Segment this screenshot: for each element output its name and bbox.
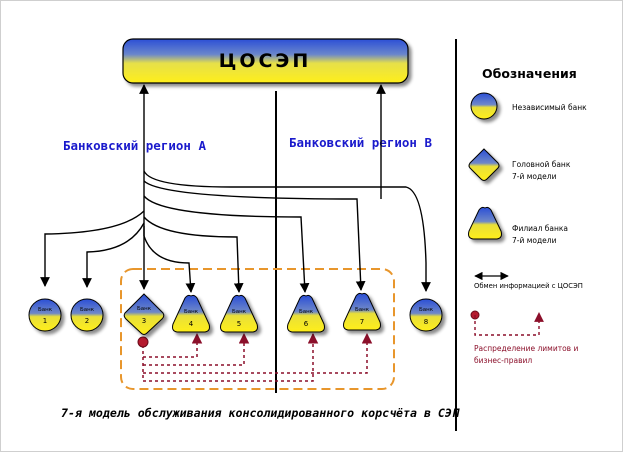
bank-3: Банк 3 [123, 293, 165, 335]
bank-number: 1 [43, 317, 47, 325]
bank-label: Банк [419, 307, 434, 313]
legend-head-bank-text-1: Головной банк [512, 160, 571, 169]
bank-number: 3 [142, 317, 146, 325]
legend-distribution-text-2: бизнес-правил [474, 356, 532, 365]
link-bank-7 [143, 180, 366, 291]
bank-label: Банк [137, 306, 152, 312]
header-box: ЦОСЭП [122, 38, 409, 84]
bank-number: 8 [424, 318, 428, 326]
link-bank-8 [143, 170, 431, 292]
bank-1: Банк 1 [28, 298, 62, 332]
bank-label: Банк [38, 307, 53, 313]
bank-label: Банк [299, 309, 314, 315]
bank-number: 7 [360, 318, 364, 326]
legend-branch-text-1: Филиал банка [512, 224, 568, 233]
connections-region-a [40, 84, 431, 293]
legend-independent-icon [470, 92, 498, 120]
bank-4: Банк 4 [172, 294, 210, 333]
legend-exchange-text: Обмен информацией с ЦОСЭП [474, 282, 583, 290]
distribution-source-dot [137, 336, 149, 348]
legend-distribution-line [474, 312, 544, 336]
bank-label: Банк [355, 307, 370, 313]
region-b-label: Банковский регион В [289, 135, 432, 150]
legend-head-bank-text-2: 7-й модели [512, 172, 557, 181]
legend: Обозначения Независимый банк Головной ба… [468, 66, 587, 365]
bank-number: 6 [304, 320, 309, 328]
bank-7: Банк 7 [343, 292, 381, 331]
bank-2: Банк 2 [70, 298, 104, 332]
bank-6: Банк 6 [287, 294, 325, 333]
bank-5: Банк 5 [220, 294, 258, 333]
link-bank-1 [40, 210, 145, 287]
link-bank-4 [143, 235, 196, 293]
distribution-links [142, 332, 373, 382]
link-bank-6 [143, 195, 310, 293]
legend-title: Обозначения [482, 66, 577, 81]
bank-number: 2 [85, 317, 89, 325]
bank-number: 5 [237, 320, 241, 328]
region-a-label: Банковский регион А [63, 138, 206, 153]
bank-label: Банк [184, 309, 199, 315]
bank-label: Банк [232, 309, 247, 315]
legend-branch-icon [468, 206, 502, 240]
header-title: ЦОСЭП [219, 50, 312, 72]
link-bank-2 [82, 222, 145, 288]
bank-number: 4 [189, 320, 194, 328]
link-bank-5 [143, 216, 244, 293]
legend-distribution-text-1: Распределение лимитов и [474, 344, 578, 353]
legend-independent-text: Независимый банк [512, 103, 587, 112]
consolidated-group-box [120, 268, 395, 390]
bank-label: Банк [80, 307, 95, 313]
legend-head-bank-icon [468, 148, 500, 181]
diagram-caption: 7-я модель обслуживания консолидированно… [61, 406, 460, 420]
bank-8: Банк 8 [409, 298, 443, 332]
legend-branch-text-2: 7-й модели [512, 236, 557, 245]
